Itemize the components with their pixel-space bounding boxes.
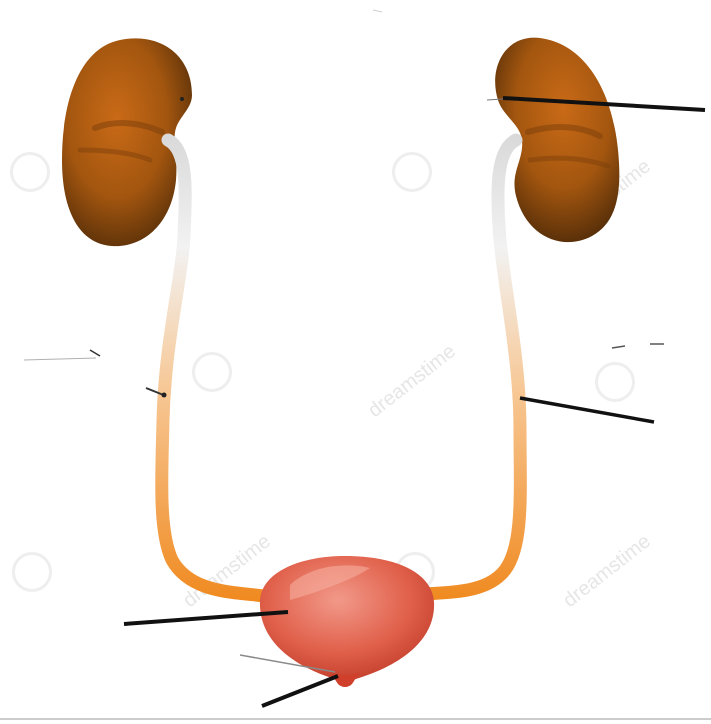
stray-mark-left xyxy=(90,350,100,356)
stray-mark-left xyxy=(24,358,96,360)
urethra-pointer xyxy=(262,676,338,706)
left-ureter xyxy=(162,140,265,596)
left-ureter-dot xyxy=(162,393,167,398)
stray-mark-top xyxy=(373,10,382,12)
right-ureter-pointer xyxy=(520,398,654,422)
right-ureter xyxy=(425,140,520,594)
left-kidney-dot xyxy=(180,97,184,101)
stray-mark-right xyxy=(612,346,625,348)
